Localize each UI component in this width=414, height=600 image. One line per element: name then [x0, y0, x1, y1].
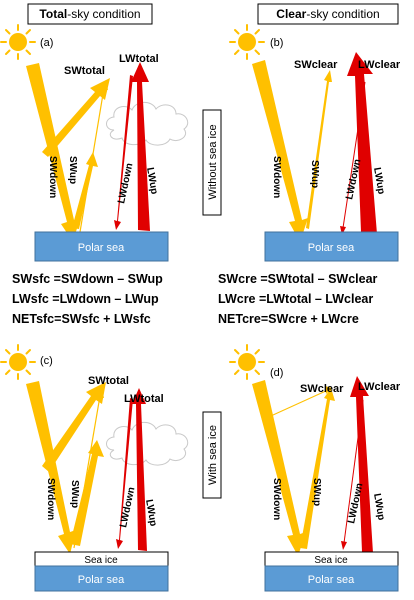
cloud-icon [106, 421, 189, 466]
surface-label: Polar sea [78, 574, 125, 586]
label-sw-down: SWdown [271, 478, 282, 520]
equation-net-cre: NETcre=SWcre + LWcre [218, 312, 359, 326]
label-lw-top: LWclear [358, 59, 401, 71]
surface-label: Polar sea [78, 242, 125, 254]
sw-up-arrow [70, 440, 104, 546]
header-left-box [27, 3, 153, 25]
label-lw-top: LWtotal [124, 393, 164, 405]
label-sw-top: SWtotal [64, 65, 105, 77]
equation-lw-sfc: LWsfc =LWdown – LWup [12, 292, 159, 306]
label-sw-up: SWup [309, 160, 320, 188]
lw-up-arrow [132, 388, 147, 551]
polar-sea-block [264, 231, 399, 262]
equation-lw-cre: LWcre =LWtotal – LWclear [218, 292, 373, 306]
label-sw-up: SWup [67, 156, 78, 184]
label-lw-down: LWdown [118, 486, 137, 528]
side-label-top-box [202, 109, 222, 216]
equation-net-sfc: NETsfc=SWsfc + LWsfc [12, 312, 151, 326]
label-lw-up: LWup [144, 167, 160, 196]
sun-icon [0, 24, 36, 60]
equations-right: SWcre =SWtotal – SWclear LWcre =LWtotal … [218, 272, 378, 326]
sun-icon [0, 344, 36, 380]
header-right-box [257, 3, 399, 25]
sw-total-arrow [42, 78, 110, 157]
header-right: Clear-sky condition [276, 7, 379, 21]
label-lw-top: LWtotal [119, 53, 159, 65]
header-left: Total-sky condition [39, 7, 140, 21]
sw-down-arrow [252, 60, 308, 242]
side-label-bottom-box [202, 411, 222, 499]
equation-sw-sfc: SWsfc =SWdown – SWup [12, 272, 163, 286]
panel-letter: (b) [270, 37, 283, 49]
label-lw-down: LWdown [116, 162, 135, 204]
label-sw-top: SWclear [300, 383, 344, 395]
ice-label: Sea ice [314, 555, 348, 566]
sw-down-arrow [252, 380, 306, 556]
label-sw-down: SWdown [47, 156, 58, 198]
sw-up-arrow [306, 70, 332, 229]
label-sw-up: SWup [69, 480, 80, 508]
lw-up-arrow [347, 52, 377, 234]
polar-sea-block [264, 565, 399, 592]
lw-down-arrow [114, 75, 133, 230]
panel-a: (a) SWtotal LWtotal SWdown SWup LWdown L… [0, 24, 189, 262]
equations-left: SWsfc =SWdown – SWup LWsfc =LWdown – LWu… [12, 272, 163, 326]
sw-up-arrow [72, 152, 98, 229]
panel-letter: (c) [40, 355, 53, 367]
side-label-top: Without sea ice [207, 124, 219, 199]
label-lw-up: LWup [143, 499, 159, 528]
label-lw-top: LWclear [358, 381, 401, 393]
panel-letter: (a) [40, 37, 53, 49]
panel-b: (b) SWclear LWclear SWdown SWup LWdown L… [229, 24, 401, 262]
sun-icon [229, 24, 265, 60]
label-lw-up: LWup [371, 493, 387, 522]
label-sw-top: SWclear [294, 59, 338, 71]
lw-down-arrow [116, 398, 133, 549]
equation-sw-cre: SWcre =SWtotal – SWclear [218, 272, 378, 286]
panel-d: (d) SWclear LWclear SWdown SWup LWdown L… [229, 344, 401, 592]
label-sw-down: SWdown [45, 478, 56, 520]
panel-c: (c) SWtotal LWtotal SWdown SWup LWdown L… [0, 344, 189, 592]
sw-total-arrow [42, 382, 106, 472]
label-sw-down: SWdown [271, 156, 282, 198]
sun-icon [229, 344, 265, 380]
polar-sea-block [34, 565, 169, 592]
surface-label: Polar sea [308, 242, 355, 254]
surface-label: Polar sea [308, 574, 355, 586]
lw-up-arrow [350, 376, 373, 553]
ice-label: Sea ice [84, 555, 118, 566]
lw-up-arrow [131, 62, 150, 231]
sw-reflect-line [261, 389, 329, 421]
sw-down-arrow [26, 63, 80, 242]
polar-sea-block [34, 231, 169, 262]
sw-up-arrow [300, 388, 335, 549]
cloud-icon [106, 101, 189, 146]
label-sw-up: SWup [311, 478, 322, 506]
panel-letter: (d) [270, 367, 283, 379]
label-lw-up: LWup [371, 167, 387, 196]
side-label-bottom: With sea ice [207, 425, 219, 485]
label-sw-top: SWtotal [88, 375, 129, 387]
